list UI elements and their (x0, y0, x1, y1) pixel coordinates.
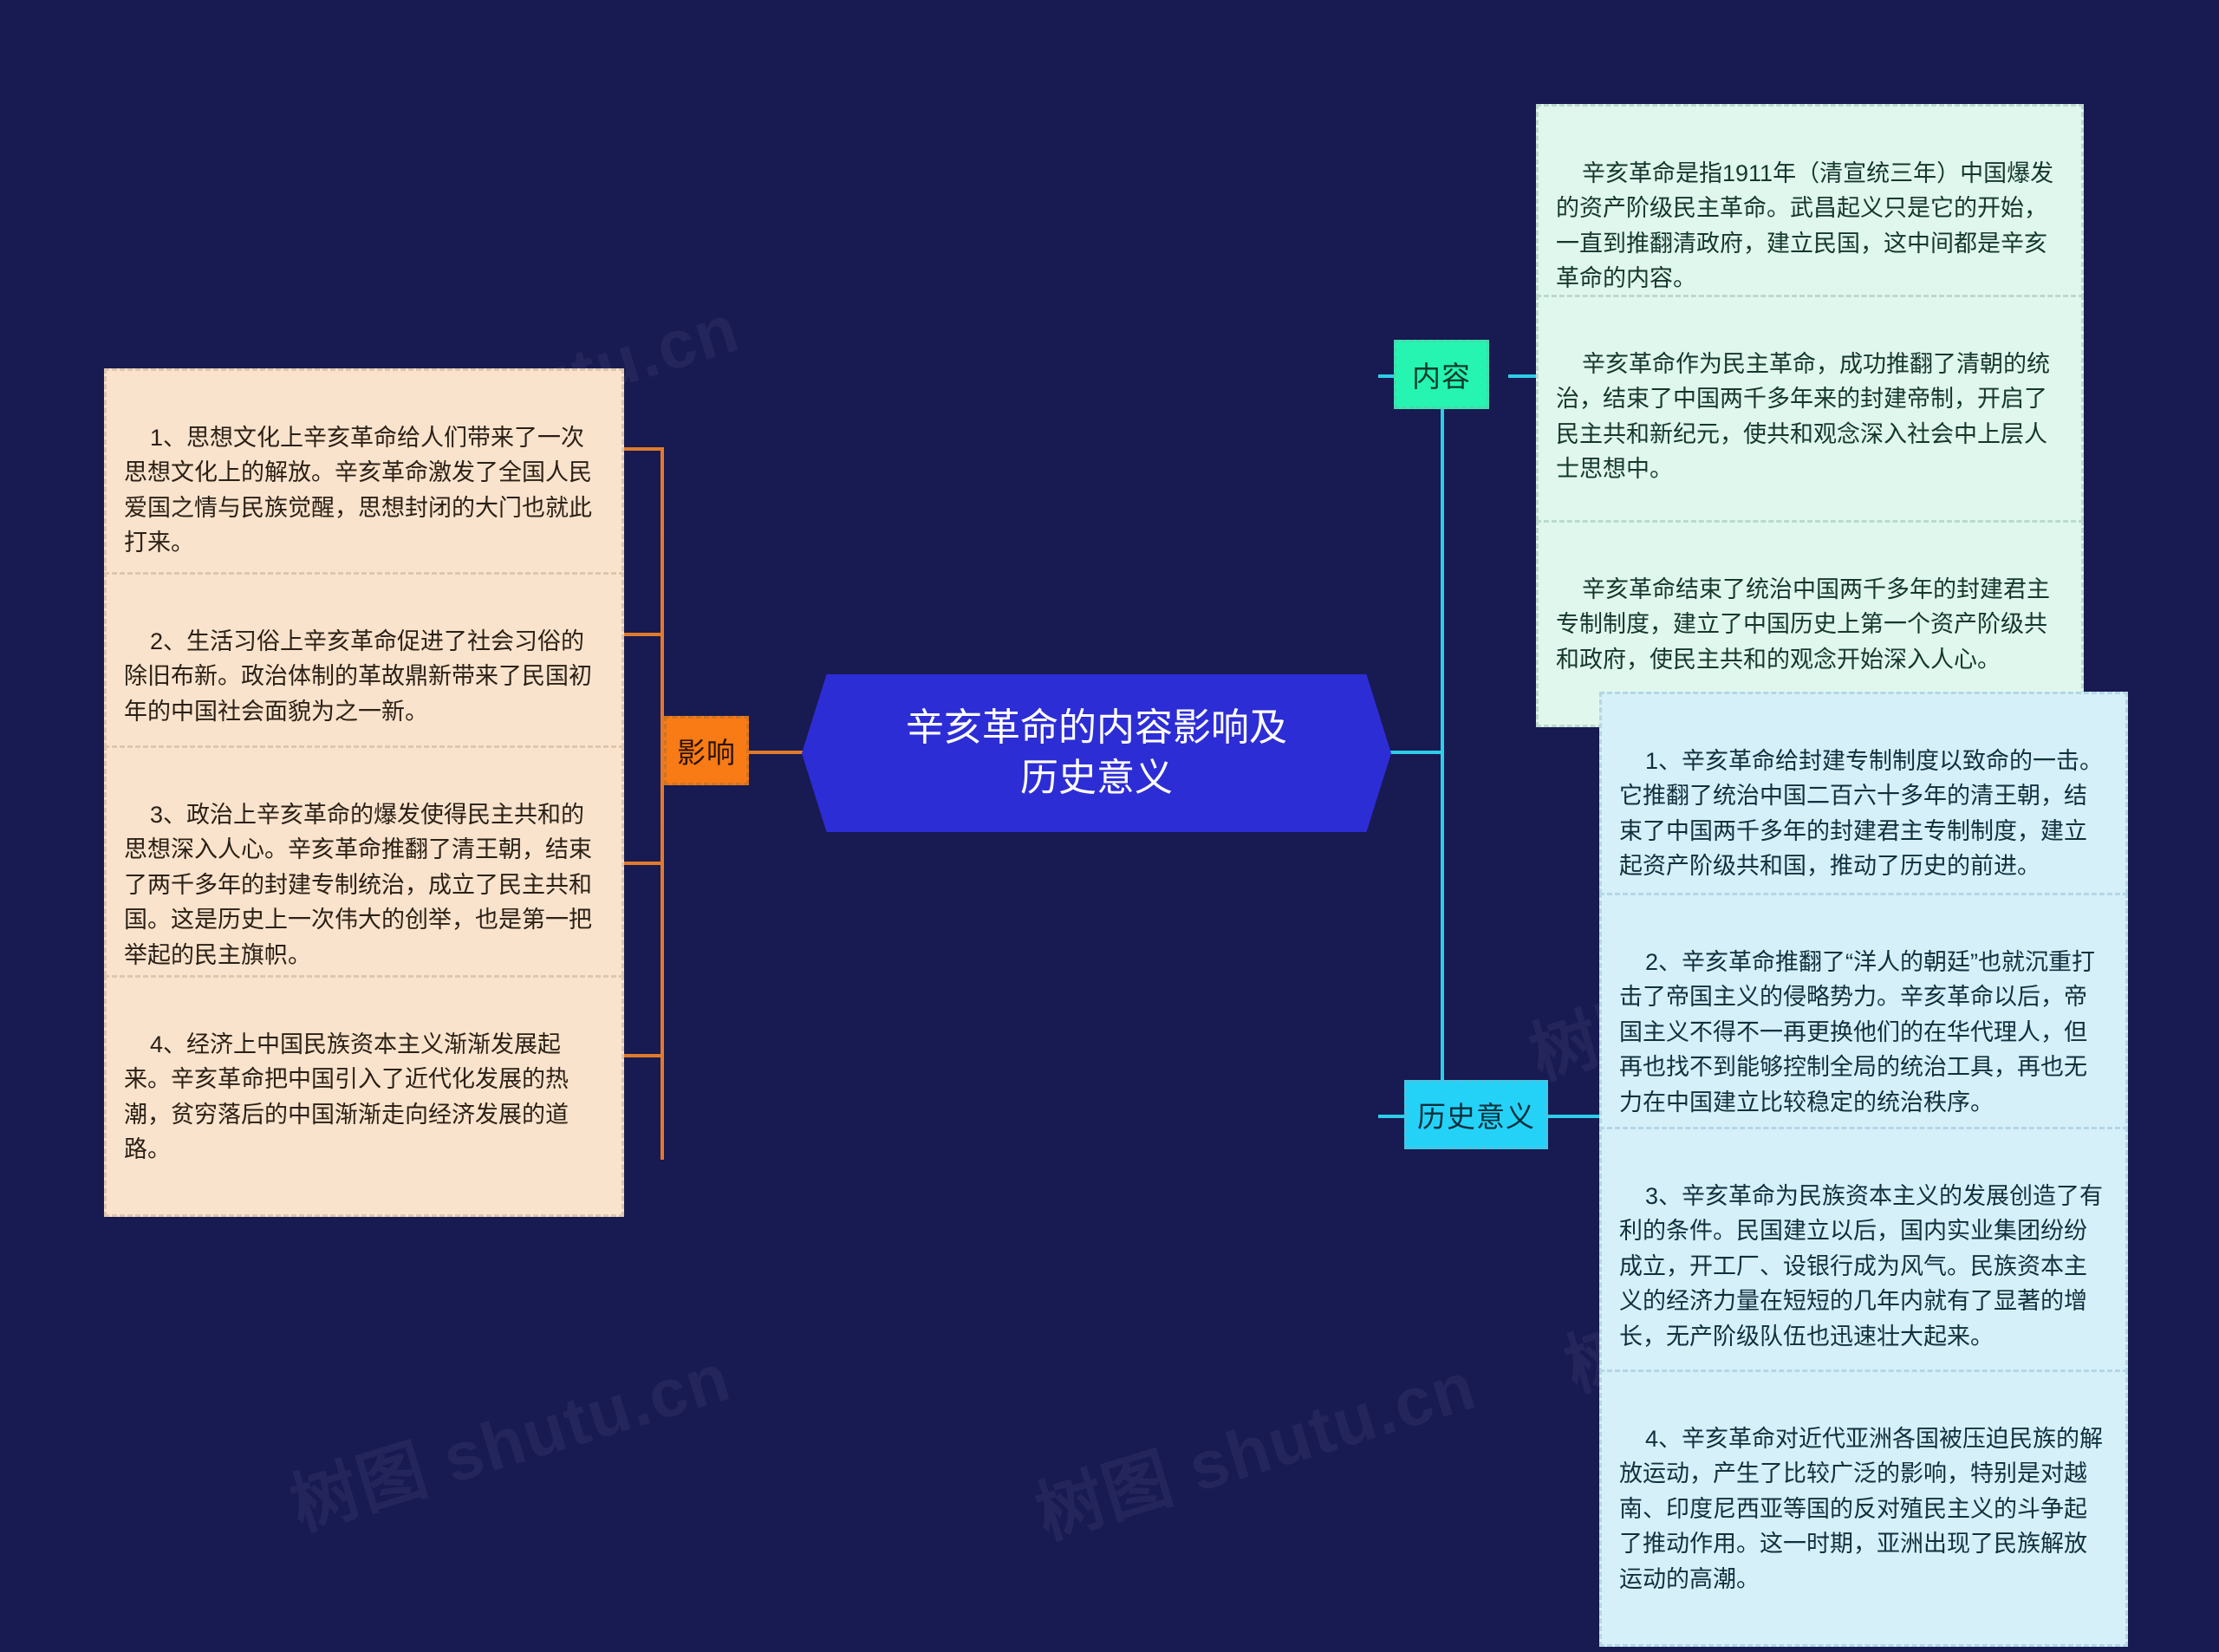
leaf-influence-3-text: 3、政治上辛亥革命的爆发使得民主共和的思想深入人心。辛亥革命推翻了清王朝，结束了… (124, 801, 592, 968)
leaf-significance-4[interactable]: 4、辛亥革命对近代亚洲各国被压迫民族的解放运动，产生了比较广泛的影响，特别是对越… (1599, 1369, 2128, 1647)
connector-significance-out (1543, 1115, 1605, 1118)
leaf-influence-4[interactable]: 4、经济上中国民族资本主义渐渐发展起来。辛亥革命把中国引入了近代化发展的热潮，贫… (104, 975, 624, 1217)
connector-influence-spine (660, 447, 664, 1160)
leaf-significance-2-text: 2、辛亥革命推翻了“洋人的朝廷”也就沉重打击了帝国主义的侵略势力。辛亥革命以后，… (1619, 948, 2096, 1115)
leaf-influence-2-text: 2、生活习俗上辛亥革命促进了社会习俗的除旧布新。政治体制的革故鼎新带来了民国初年… (124, 628, 592, 725)
connector-influence-item-3 (621, 862, 662, 865)
connector-influence-chip-in (749, 751, 791, 754)
watermark: 树图 shutu.cn (1027, 1346, 1485, 1553)
leaf-influence-1[interactable]: 1、思想文化上辛亥革命给人们带来了一次思想文化上的解放。辛亥革命激发了全国人民爱… (104, 368, 624, 610)
leaf-influence-2[interactable]: 2、生活习俗上辛亥革命促进了社会习俗的除旧布新。政治体制的革故鼎新带来了民国初年… (104, 572, 624, 779)
branch-chip-significance[interactable]: 历史意义 (1404, 1080, 1548, 1149)
leaf-influence-4-text: 4、经济上中国民族资本主义渐渐发展起来。辛亥革命把中国引入了近代化发展的热潮，贫… (124, 1031, 569, 1163)
connector-right-spine (1441, 374, 1444, 1116)
leaf-influence-1-text: 1、思想文化上辛亥革命给人们带来了一次思想文化上的解放。辛亥革命激发了全国人民爱… (124, 424, 592, 556)
connector-root-right (1387, 751, 1442, 754)
leaf-content-2[interactable]: 辛亥革命作为民主革命，成功推翻了清朝的统治，结束了中国两千多年来的封建帝制，开启… (1536, 295, 2084, 537)
leaf-content-1-text: 辛亥革命是指1911年（清宣统三年）中国爆发的资产阶级民主革命。武昌起义只是它的… (1556, 159, 2054, 292)
branch-chip-content[interactable]: 内容 (1394, 340, 1489, 409)
watermark: 树图 shutu.cn (282, 1337, 739, 1545)
connector-influence-item-2 (621, 633, 662, 636)
root-node[interactable]: 辛亥革命的内容影响及历史意义 (802, 674, 1391, 832)
leaf-significance-2[interactable]: 2、辛亥革命推翻了“洋人的朝廷”也就沉重打击了帝国主义的侵略势力。辛亥革命以后，… (1599, 893, 2128, 1170)
leaf-significance-1-text: 1、辛亥革命给封建专制制度以致命的一击。它推翻了统治中国二百六十多年的清王朝，结… (1619, 747, 2104, 880)
leaf-significance-3-text: 3、辛亥革命为民族资本主义的发展创造了有利的条件。民国建立以后，国内实业集团纷纷… (1619, 1182, 2104, 1350)
connector-influence-item-4 (621, 1054, 662, 1057)
root-node-label: 辛亥革命的内容影响及历史意义 (906, 706, 1287, 799)
leaf-content-2-text: 辛亥革命作为民主革命，成功推翻了清朝的统治，结束了中国两千多年来的封建帝制，开启… (1556, 350, 2051, 483)
branch-chip-influence-label: 影响 (677, 737, 736, 769)
leaf-content-3-text: 辛亥革命结束了统治中国两千多年的封建君主专制制度，建立了中国历史上第一个资产阶级… (1556, 576, 2051, 673)
branch-chip-influence[interactable]: 影响 (664, 716, 749, 785)
leaf-significance-3[interactable]: 3、辛亥革命为民族资本主义的发展创造了有利的条件。民国建立以后，国内实业集团纷纷… (1599, 1127, 2128, 1404)
connector-influence-item-1 (621, 447, 662, 451)
leaf-significance-4-text: 4、辛亥革命对近代亚洲各国被压迫民族的解放运动，产生了比较广泛的影响，特别是对越… (1619, 1425, 2104, 1592)
branch-chip-content-label: 内容 (1412, 361, 1471, 393)
branch-chip-significance-label: 历史意义 (1417, 1101, 1535, 1133)
